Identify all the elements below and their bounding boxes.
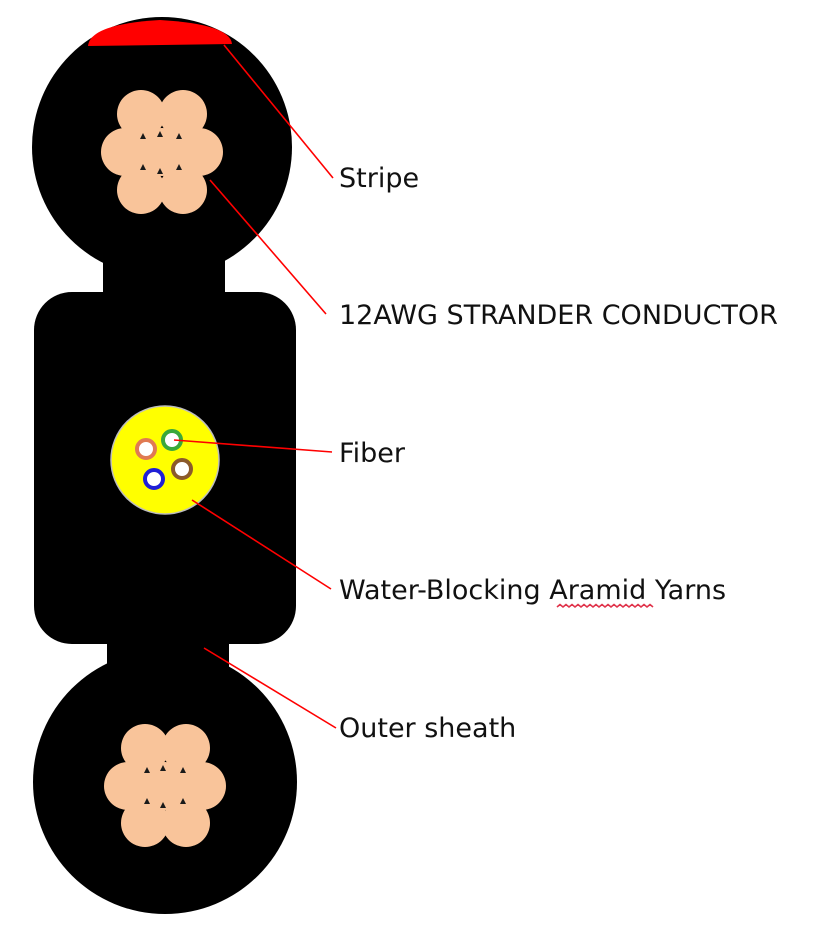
label-yarns-part1: Water-Blocking (339, 575, 549, 606)
conductor-strand (121, 724, 169, 772)
fiber-brown (171, 458, 193, 480)
lower-conductor-interstices (144, 765, 186, 808)
upper-conductor (101, 90, 223, 214)
yarns-leader-line (191, 499, 332, 590)
conductor-strand (104, 762, 152, 810)
leader-lines (173, 44, 337, 729)
label-yarns-part2: Yarns (646, 575, 726, 606)
stripe-leader-line (223, 44, 334, 179)
conductor-strand (159, 166, 207, 214)
conductor-leader-line (209, 179, 327, 315)
label-stripe: Stripe (339, 163, 419, 194)
fiber-blue (143, 468, 165, 490)
conductor-strand (117, 90, 165, 138)
conductor-strand (178, 762, 226, 810)
conductor-strand (138, 128, 186, 176)
label-water-blocking-aramid-yarns: Water-Blocking Aramid Yarns (339, 575, 726, 606)
conductor-strand (101, 128, 149, 176)
outer-sheath (32, 17, 297, 914)
fiber-leader-line (173, 439, 333, 453)
upper-conductor-interstices (140, 131, 182, 174)
spellcheck-underline (556, 603, 654, 609)
fiber-unit (110, 405, 220, 515)
lower-conductor (104, 724, 226, 847)
conductor-strand (117, 166, 165, 214)
aramid-yarn-core (110, 405, 220, 515)
label-outer-sheath: Outer sheath (339, 713, 516, 744)
conductor-strand (141, 762, 189, 810)
label-fiber: Fiber (339, 438, 406, 469)
fiber-orange (135, 438, 157, 460)
label-conductor: 12AWG STRANDER CONDUCTOR (339, 300, 778, 331)
conductor-strand (159, 90, 207, 138)
conductor-strand (175, 128, 223, 176)
conductor-strand (162, 724, 210, 772)
sheath-leader-line (203, 647, 337, 729)
stripe (88, 20, 232, 46)
conductor-strand (121, 799, 169, 847)
conductor-strand (162, 799, 210, 847)
label-yarns-aramid: Aramid (549, 575, 646, 606)
